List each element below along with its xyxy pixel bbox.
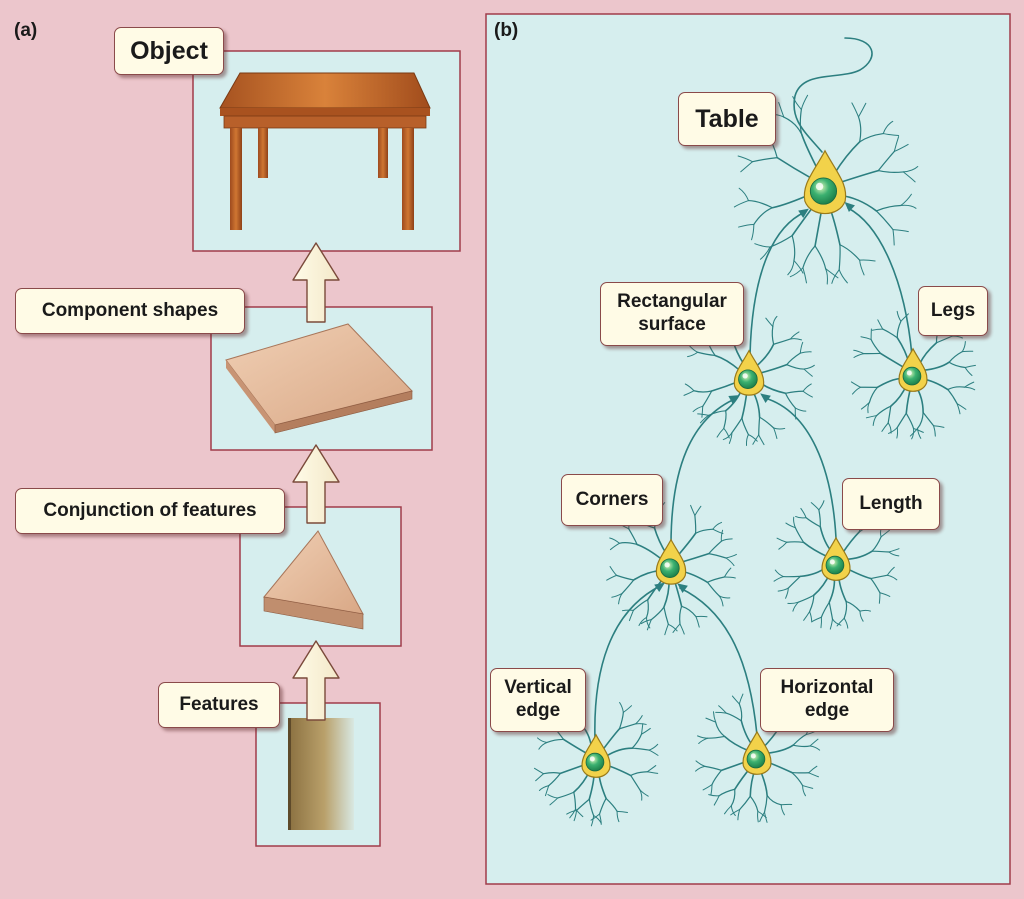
proj-legs-table [847,207,913,357]
edge-illustration [288,718,354,830]
slab-illustration [225,323,413,434]
neuron-length [773,500,900,630]
proj-length-rect [764,397,837,539]
proj-horiz-corners [679,587,758,736]
nucleus-corners [660,558,680,578]
vertical-edge-label: Vertical edge [490,668,586,732]
arrow-3 [292,444,340,524]
horizontal-edge-label: Horizontal edge [760,668,894,732]
synapse-r2 [760,393,771,403]
corners-label: Corners [561,474,663,526]
nucleus-rect [738,369,758,389]
wedge-illustration [263,530,364,630]
arrow-4 [292,640,340,721]
rectangular-line-1: Rectangular [617,291,727,313]
vertical-line-2: edge [515,700,561,721]
upward-arrows [292,242,340,721]
panel-b-label: (b) [494,20,519,41]
conjunction-label: Conjunction of features [15,488,285,534]
rectangular-surface-label: Rectangular surface [600,282,744,346]
table-illustration [219,72,431,230]
nucleus-table [809,177,838,205]
object-label: Object [114,27,224,75]
legs-label: Legs [918,286,988,336]
synapse-t1 [798,208,809,218]
synapse-c2 [677,583,688,593]
panel-a-label: (a) [14,20,38,41]
vertical-line-1: Vertical [504,677,572,699]
proj-vert-corners [594,585,661,741]
nucleus-legs [902,366,922,386]
arrow-2 [292,242,340,323]
nucleus-length [825,555,845,575]
proj-corners-rect [670,397,738,546]
component-shapes-label: Component shapes [15,288,245,334]
proj-rect-table [749,211,806,356]
neuron-table [733,94,919,285]
synapse-c1 [654,582,665,592]
synapse-r1 [728,395,740,404]
horizontal-line-2: edge [804,700,850,721]
rectangular-line-2: surface [638,314,706,335]
length-label: Length [842,478,940,530]
neuron-network [594,37,913,741]
nucleus-vertical [585,752,605,772]
table-label: Table [678,92,776,146]
synapse-t2 [844,201,855,212]
features-label: Features [158,682,280,728]
horizontal-line-1: Horizontal [780,677,874,699]
nucleus-horizontal [746,749,766,769]
